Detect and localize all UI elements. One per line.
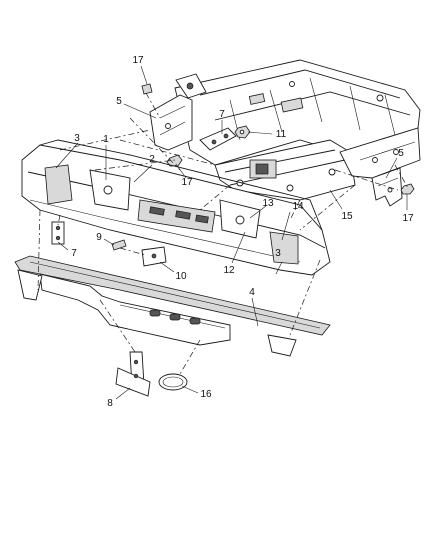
callouts: 17 5 7 11 3 1 2 17 5 17 13 14 15 9 7 12 …: [71, 55, 414, 409]
frame-assembly: [174, 59, 421, 201]
bumper-face-bar: [21, 139, 331, 276]
step-pad-4: [14, 255, 331, 357]
mount-bracket-left: [149, 73, 207, 151]
callout-7-lower: 7: [71, 248, 77, 259]
callout-15: 15: [341, 211, 353, 222]
hitch-bracket-7: [199, 127, 237, 151]
callout-3-left: 3: [74, 133, 80, 144]
callout-14: 14: [292, 201, 304, 212]
callout-5-left: 5: [116, 96, 122, 107]
callout-8: 8: [107, 398, 113, 409]
callout-5-right: 5: [398, 148, 404, 159]
bracket-8: [115, 351, 151, 397]
callout-17-right: 17: [402, 213, 414, 224]
mount-bracket-right: [371, 167, 403, 207]
bracket-7-lower: [51, 221, 65, 245]
bolt-17-right: [400, 183, 415, 195]
license-bracket-10: [141, 246, 167, 267]
callout-13: 13: [262, 198, 274, 209]
screw-9: [111, 239, 127, 251]
callout-3-right: 3: [275, 248, 281, 259]
callout-11: 11: [276, 129, 287, 140]
callout-4: 4: [249, 287, 255, 298]
nut-11: [234, 125, 251, 139]
callout-17-mid: 17: [181, 177, 193, 188]
callout-7-upper: 7: [219, 109, 225, 120]
callout-12: 12: [223, 265, 235, 276]
plug-16: [158, 373, 188, 391]
bolt-17-top: [141, 83, 153, 95]
callout-2: 2: [149, 154, 155, 165]
callout-9: 9: [96, 232, 102, 243]
callout-1: 1: [103, 134, 109, 145]
callout-10: 10: [175, 271, 187, 282]
leader-lines: [55, 65, 408, 400]
callout-16: 16: [200, 389, 212, 400]
callout-17-top: 17: [132, 55, 144, 66]
